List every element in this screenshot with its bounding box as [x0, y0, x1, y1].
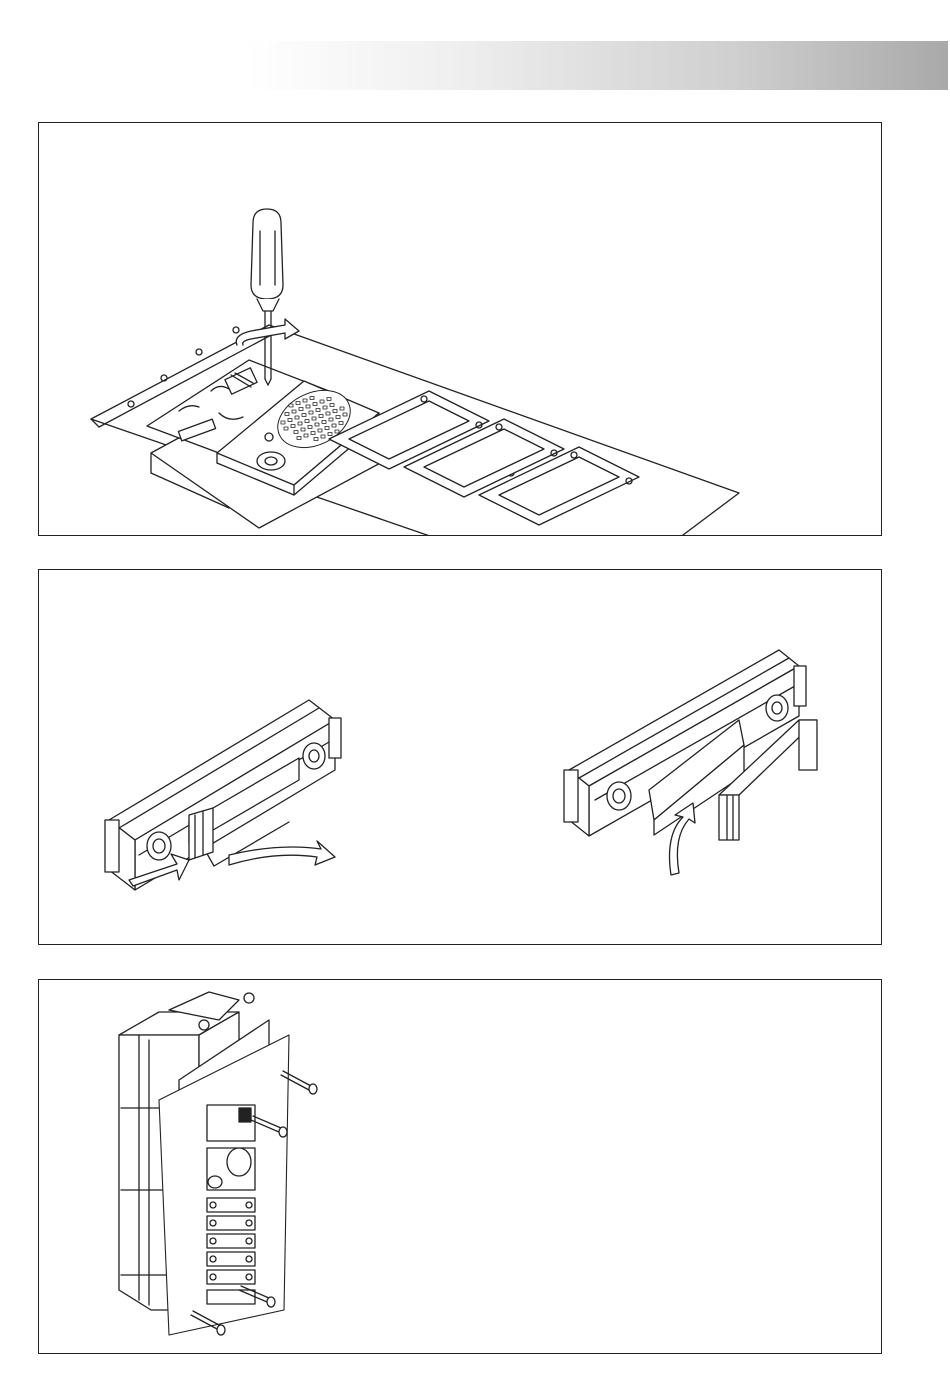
right-holder-group [564, 650, 817, 875]
mounting-drawing [39, 980, 882, 1354]
left-holder-group [105, 700, 341, 890]
illustration-panel-mounting [38, 979, 882, 1354]
illustration-panel-nameplate [38, 569, 882, 945]
header-gradient-bar [246, 41, 948, 90]
illustration-panel-screwdriver [38, 122, 882, 536]
nameplate-holder-drawing [39, 570, 882, 945]
screwdriver-module-drawing [39, 123, 882, 536]
